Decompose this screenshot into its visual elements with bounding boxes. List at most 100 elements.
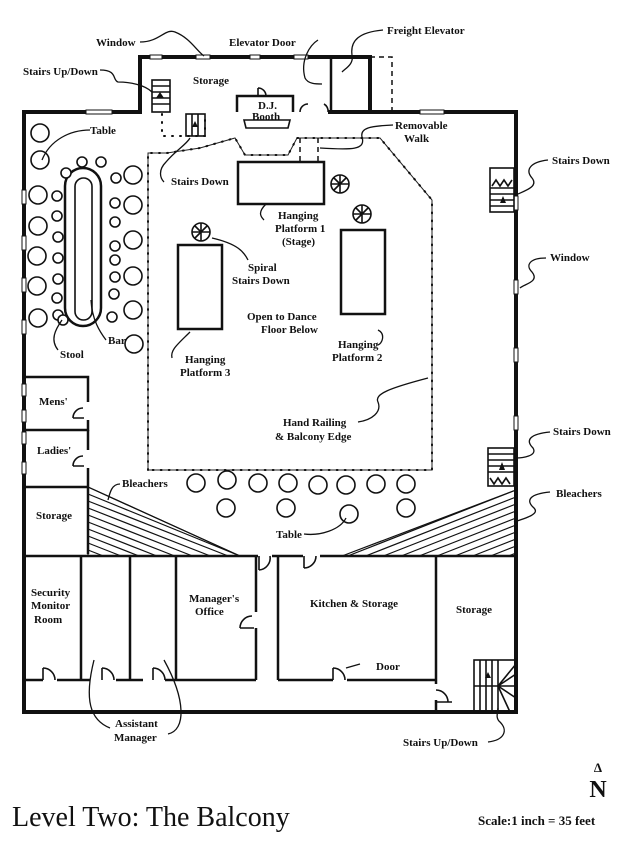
table bbox=[216, 498, 236, 518]
label-ladies: Ladies' bbox=[37, 445, 71, 457]
label-open-dance-1: Open to Dance bbox=[247, 311, 317, 323]
label-hanging-platform-3-b: Platform 3 bbox=[180, 367, 231, 379]
bar-stool bbox=[95, 156, 107, 168]
bleacher-row bbox=[383, 503, 517, 557]
bleacher-row bbox=[341, 489, 517, 557]
table bbox=[186, 473, 206, 493]
label-dj-booth-1: D.J. bbox=[258, 100, 277, 112]
label-spiral-stairs-1: Spiral bbox=[248, 262, 277, 274]
bleachers-right bbox=[341, 489, 517, 557]
hanging-platform-2 bbox=[339, 228, 387, 316]
map-title: Level Two: The Balcony bbox=[12, 802, 290, 833]
table bbox=[28, 308, 48, 328]
bleacher-row bbox=[87, 493, 241, 557]
label-security-2: Monitor bbox=[31, 600, 70, 612]
label-managers-office-1: Manager's bbox=[189, 593, 240, 605]
table bbox=[217, 470, 237, 490]
bleacher-row bbox=[87, 514, 193, 557]
table bbox=[28, 216, 48, 236]
label-storage-left: Storage bbox=[36, 510, 72, 522]
bar-stool bbox=[52, 231, 64, 243]
bar-stool bbox=[52, 252, 64, 264]
label-hanging-platform-1-b: Platform 1 bbox=[275, 223, 325, 235]
bleachers-left bbox=[87, 486, 241, 557]
elevator-door bbox=[299, 103, 329, 113]
label-window-right: Window bbox=[550, 252, 590, 264]
table bbox=[366, 474, 386, 494]
table bbox=[123, 230, 143, 250]
label-hand-railing-2: & Balcony Edge bbox=[275, 431, 352, 443]
windows bbox=[21, 54, 519, 475]
bleacher-row bbox=[87, 486, 241, 557]
label-kitchen: Kitchen & Storage bbox=[310, 598, 398, 610]
bleacher-row bbox=[365, 496, 517, 557]
dj-booth-console bbox=[242, 119, 292, 129]
dj-booth-door bbox=[257, 87, 267, 97]
label-spiral-stairs-2: Stairs Down bbox=[232, 275, 290, 287]
table bbox=[123, 165, 143, 185]
label-window-top: Window bbox=[96, 37, 136, 49]
bar-stool bbox=[51, 210, 63, 222]
label-stairs-down-left: Stairs Down bbox=[171, 176, 229, 188]
table bbox=[336, 475, 356, 495]
spiral-stairs-1 bbox=[330, 174, 350, 194]
label-storage-top: Storage bbox=[193, 75, 229, 87]
leader-lines bbox=[41, 29, 551, 743]
hanging-platform-1 bbox=[236, 160, 326, 206]
bleacher-row bbox=[87, 528, 158, 557]
bleacher-row bbox=[454, 531, 517, 557]
bleacher-row bbox=[87, 521, 175, 557]
label-bleachers-left: Bleachers bbox=[122, 478, 169, 490]
table bbox=[123, 266, 143, 286]
label-bar: Bar bbox=[108, 335, 126, 347]
bleacher-row bbox=[401, 510, 517, 557]
bleacher-row bbox=[87, 507, 211, 557]
balcony-railing bbox=[147, 136, 433, 471]
label-hanging-platform-1-c: (Stage) bbox=[282, 236, 315, 248]
labels: Window Elevator Door Freight Elevator St… bbox=[23, 25, 611, 749]
label-assistant-manager-1: Assistant bbox=[115, 718, 158, 730]
table bbox=[27, 276, 47, 296]
north-label: N bbox=[589, 777, 607, 803]
south-rooms bbox=[24, 554, 516, 712]
label-stairs-up-down-bottom: Stairs Up/Down bbox=[403, 737, 478, 749]
label-hanging-platform-1-a: Hanging bbox=[278, 210, 319, 222]
table bbox=[308, 475, 328, 495]
table bbox=[28, 185, 48, 205]
label-elevator-door: Elevator Door bbox=[229, 37, 296, 49]
label-stairs-up-down-top: Stairs Up/Down bbox=[23, 66, 98, 78]
label-stairs-down-right-top: Stairs Down bbox=[552, 155, 610, 167]
label-security-1: Security bbox=[31, 587, 71, 599]
spiral-stairs-2 bbox=[352, 204, 372, 224]
tables bbox=[27, 123, 416, 524]
table bbox=[278, 473, 298, 493]
hanging-platform-3 bbox=[176, 243, 224, 331]
label-security-3: Room bbox=[34, 614, 62, 626]
label-freight-elevator: Freight Elevator bbox=[387, 25, 465, 37]
stairs-up-down-top bbox=[151, 79, 171, 113]
table bbox=[248, 473, 268, 493]
north-arrow-icon: Δ bbox=[594, 760, 602, 775]
table bbox=[339, 504, 359, 524]
bar bbox=[63, 166, 103, 328]
label-stairs-down-right-bottom: Stairs Down bbox=[553, 426, 611, 438]
bar-stool bbox=[51, 292, 63, 304]
bleacher-row bbox=[87, 542, 122, 557]
bleacher-row bbox=[436, 524, 517, 557]
table bbox=[276, 498, 296, 518]
stairs-up-down-south bbox=[473, 659, 517, 713]
label-hanging-platform-2-b: Platform 2 bbox=[332, 352, 383, 364]
label-open-dance-2: Floor Below bbox=[261, 324, 318, 336]
table bbox=[396, 474, 416, 494]
table bbox=[30, 150, 50, 170]
stairs-down-north bbox=[161, 113, 206, 137]
bar-stool bbox=[52, 273, 64, 285]
table bbox=[30, 123, 50, 143]
scale-label: Scale:1 inch = 35 feet bbox=[478, 813, 596, 828]
stairs-down-east-top bbox=[489, 167, 515, 213]
label-hanging-platform-3-a: Hanging bbox=[185, 354, 226, 366]
label-dj-booth-2: Booth bbox=[252, 111, 280, 123]
bleacher-row bbox=[87, 535, 140, 557]
table bbox=[396, 498, 416, 518]
